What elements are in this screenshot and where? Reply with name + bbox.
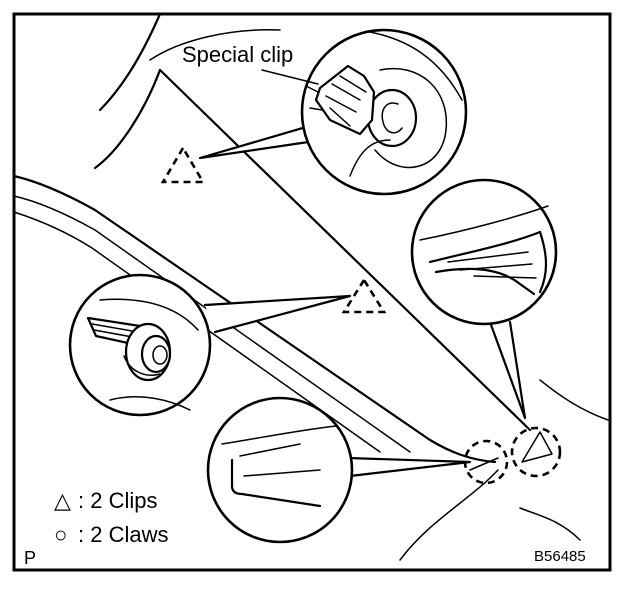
vehicle-body-lines xyxy=(12,12,609,561)
legend: △ : 2 Clips ○ : 2 Claws xyxy=(54,488,168,547)
standard-clip-detail-bubble xyxy=(68,273,212,417)
triangle-clip-marker xyxy=(341,277,387,314)
corner-label: P xyxy=(24,548,36,568)
leader-lines xyxy=(198,118,527,478)
special-clip-icon xyxy=(305,64,376,136)
triangle-clip-icon: △ xyxy=(54,488,71,513)
special-clip-detail-bubble xyxy=(300,28,468,196)
claw-detail-bubble xyxy=(410,178,558,326)
special-clip-leader xyxy=(261,69,319,85)
legend-clips-label: : 2 Clips xyxy=(78,488,157,513)
standard-clip-icon xyxy=(86,316,172,382)
circle-claw-marker xyxy=(510,426,562,478)
triangle-clip-marker xyxy=(160,145,206,184)
bottom-claw-detail-bubble xyxy=(206,396,354,544)
legend-claws-label: : 2 Claws xyxy=(78,522,168,547)
special-clip-label: Special clip xyxy=(182,42,293,67)
diagram-frame xyxy=(12,12,612,572)
circle-claw-marker xyxy=(463,439,509,485)
circle-claw-icon: ○ xyxy=(54,522,67,547)
figure-code: B56485 xyxy=(534,548,586,565)
